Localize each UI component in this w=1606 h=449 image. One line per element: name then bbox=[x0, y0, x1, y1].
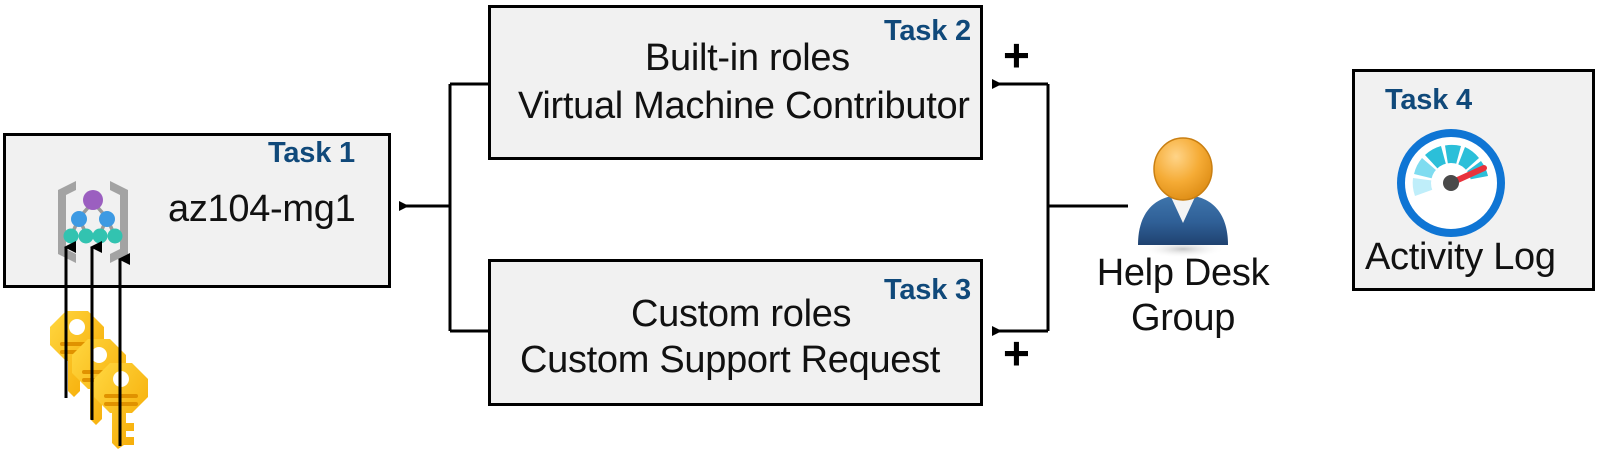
task-3-text-line-1: Custom roles bbox=[631, 293, 852, 335]
activity-log-gauge-icon bbox=[1396, 128, 1506, 238]
plus-sign-top: + bbox=[1003, 29, 1030, 81]
task-1-text-line-1: az104-mg1 bbox=[168, 188, 356, 230]
management-group-icon bbox=[48, 176, 138, 268]
keys-icon bbox=[36, 305, 156, 449]
task-1-label: Task 1 bbox=[268, 137, 355, 169]
user-group-icon bbox=[1128, 137, 1238, 259]
task-2-text-line-1: Built-in roles bbox=[645, 37, 850, 79]
task-1-box[interactable] bbox=[3, 133, 391, 288]
task-2-text-line-2: Virtual Machine Contributor bbox=[518, 85, 970, 127]
task-2-label: Task 2 bbox=[884, 15, 971, 47]
task-3-box[interactable] bbox=[488, 259, 983, 406]
task-3-label: Task 3 bbox=[884, 274, 971, 306]
task-4-text-line-1: Activity Log bbox=[1365, 236, 1556, 278]
task-3-text-line-2: Custom Support Request bbox=[520, 339, 941, 381]
task-4-label: Task 4 bbox=[1385, 84, 1472, 116]
actor-caption-line-2: Group bbox=[1130, 297, 1236, 339]
task-2-box[interactable] bbox=[488, 5, 983, 160]
actor-caption-line-1: Help Desk bbox=[1096, 252, 1270, 294]
plus-sign-bottom: + bbox=[1003, 327, 1030, 379]
